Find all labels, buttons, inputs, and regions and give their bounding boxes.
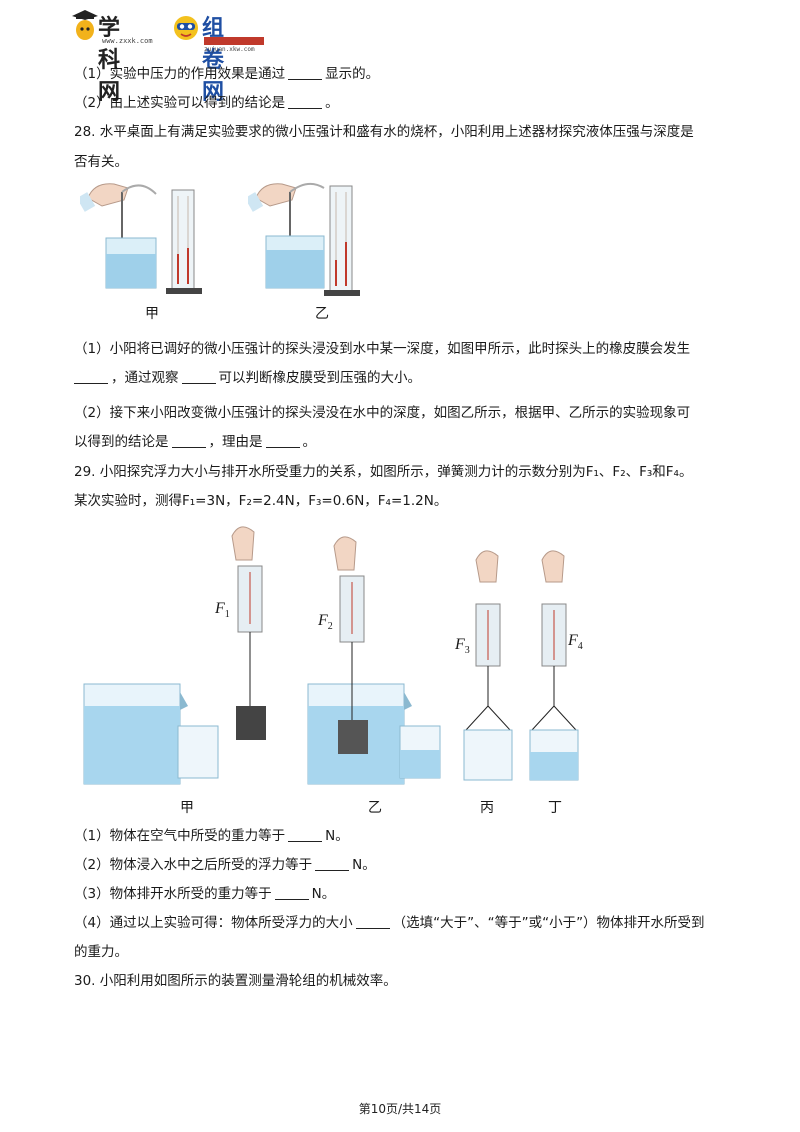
force-label-f1: F1 (215, 600, 230, 621)
q29-part4-suffix: （选填“大于”、“等于”或“小于”）物体排开水所受到 (392, 915, 705, 931)
q28-stem-line1: 28. 水平桌面上有满足实验要求的微小压强计和盛有水的烧杯，小阳利用上述器材探究… (74, 124, 694, 140)
answer-blank (315, 857, 350, 871)
q29-part2: （2）物体浸入水中之后所受的浮力等于 N。 (74, 856, 376, 874)
q28-fig-label-yi: 乙 (315, 306, 329, 322)
force-label-f3: F3 (455, 636, 470, 657)
q29-fig-label-yi: 乙 (368, 800, 382, 816)
q28-part1-line1: （1）小阳将已调好的微小压强计的探头浸没到水中某一深度，如图甲所示，此时探头上的… (74, 341, 691, 357)
q29-fig-label-ding: 丁 (548, 800, 562, 816)
q28-part1-mid: ，通过观察 (111, 370, 179, 386)
zujuan-logo-icon (174, 16, 198, 40)
answer-blank (288, 95, 323, 109)
q29-part4-line2: 的重力。 (74, 944, 128, 960)
logo-zujuan-url: zujuan.xkw.com (204, 46, 255, 53)
answer-blank (74, 370, 108, 384)
q30-stem: 30. 小阳利用如图所示的装置测量滑轮组的机械效率。 (74, 973, 397, 989)
q27-part1-suffix: 显示的。 (325, 66, 380, 82)
q28-figure-yi (248, 182, 360, 296)
answer-blank (274, 886, 309, 900)
q28-part1-line2: ，通过观察 可以判断橡皮膜受到压强的大小。 (74, 369, 421, 387)
q29-part1-text: （1）物体在空气中所受的重力等于 (74, 828, 286, 844)
q29-part3: （3）物体排开水所受的重力等于 N。 (74, 885, 335, 903)
answer-blank (181, 370, 216, 384)
q28-fig-label-jia: 甲 (145, 306, 159, 322)
answer-blank (288, 828, 323, 842)
q29-part4-text: （4）通过以上实验可得：物体所受浮力的大小 (74, 915, 353, 931)
q29-figure (83, 526, 579, 785)
overflow-beaker-jia (83, 683, 219, 785)
q29-fig-label-jia: 甲 (180, 800, 194, 816)
answer-blank (288, 66, 323, 80)
q28-part2-mid: ，理由是 (208, 434, 263, 450)
logo-xueke-url: www.zxxk.com (102, 37, 153, 45)
q29-part2-suffix: N。 (352, 857, 376, 873)
q29-fig-label-bing: 丙 (480, 800, 494, 816)
q29-part3-suffix: N。 (311, 886, 336, 902)
q28-part2-line1: （2）接下来小阳改变微小压强计的探头浸没在水中的深度，如图乙所示，根据甲、乙所示… (74, 405, 691, 421)
q29-part2-text: （2）物体浸入水中之后所受的浮力等于 (74, 857, 313, 873)
q28-part1-suffix: 可以判断橡皮膜受到压强的大小。 (218, 370, 422, 386)
q29-part1-suffix: N。 (325, 828, 349, 844)
q28-part2-prefix: 以得到的结论是 (74, 434, 169, 450)
q28-part2-line2: 以得到的结论是 ，理由是 。 (74, 433, 316, 451)
logo-xueke-text: 学科网 (98, 16, 121, 105)
force-label-f2: F2 (318, 612, 333, 633)
q27-part2: （2）由上述实验可以得到的结论是 。 (74, 94, 339, 112)
q27-part1: （1）实验中压力的作用效果是通过 显示的。 (74, 65, 379, 83)
q29-part3-text: （3）物体排开水所受的重力等于 (74, 886, 272, 902)
q28-figure-jia (80, 183, 202, 294)
logo-zujuan-banner (204, 37, 264, 45)
answer-blank (355, 915, 390, 929)
q27-part2-suffix: 。 (325, 95, 339, 111)
q29-stem-line1: 29. 小阳探究浮力大小与排开水所受重力的关系，如图所示，弹簧测力计的示数分别为… (74, 464, 693, 480)
force-label-f4: F4 (568, 632, 583, 653)
q28-part2-suffix: 。 (302, 434, 317, 450)
answer-blank (171, 434, 206, 448)
page-footer: 第10页/共14页 (358, 1102, 442, 1116)
q29-part4-line1: （4）通过以上实验可得：物体所受浮力的大小 （选填“大于”、“等于”或“小于”）物… (74, 914, 705, 932)
q27-part1-text: （1）实验中压力的作用效果是通过 (74, 66, 286, 82)
xueke-logo-icon (72, 10, 98, 40)
answer-blank (265, 434, 300, 448)
q27-part2-text: （2）由上述实验可以得到的结论是 (74, 95, 286, 111)
q29-stem-line2: 某次实验时，测得F₁=3N，F₂=2.4N，F₃=0.6N，F₄=1.2N。 (74, 493, 448, 509)
q28-stem-line2: 否有关。 (74, 154, 128, 170)
logo-zujuan-text: 组卷网 (202, 16, 225, 105)
q29-part1: （1）物体在空气中所受的重力等于 N。 (74, 827, 349, 845)
